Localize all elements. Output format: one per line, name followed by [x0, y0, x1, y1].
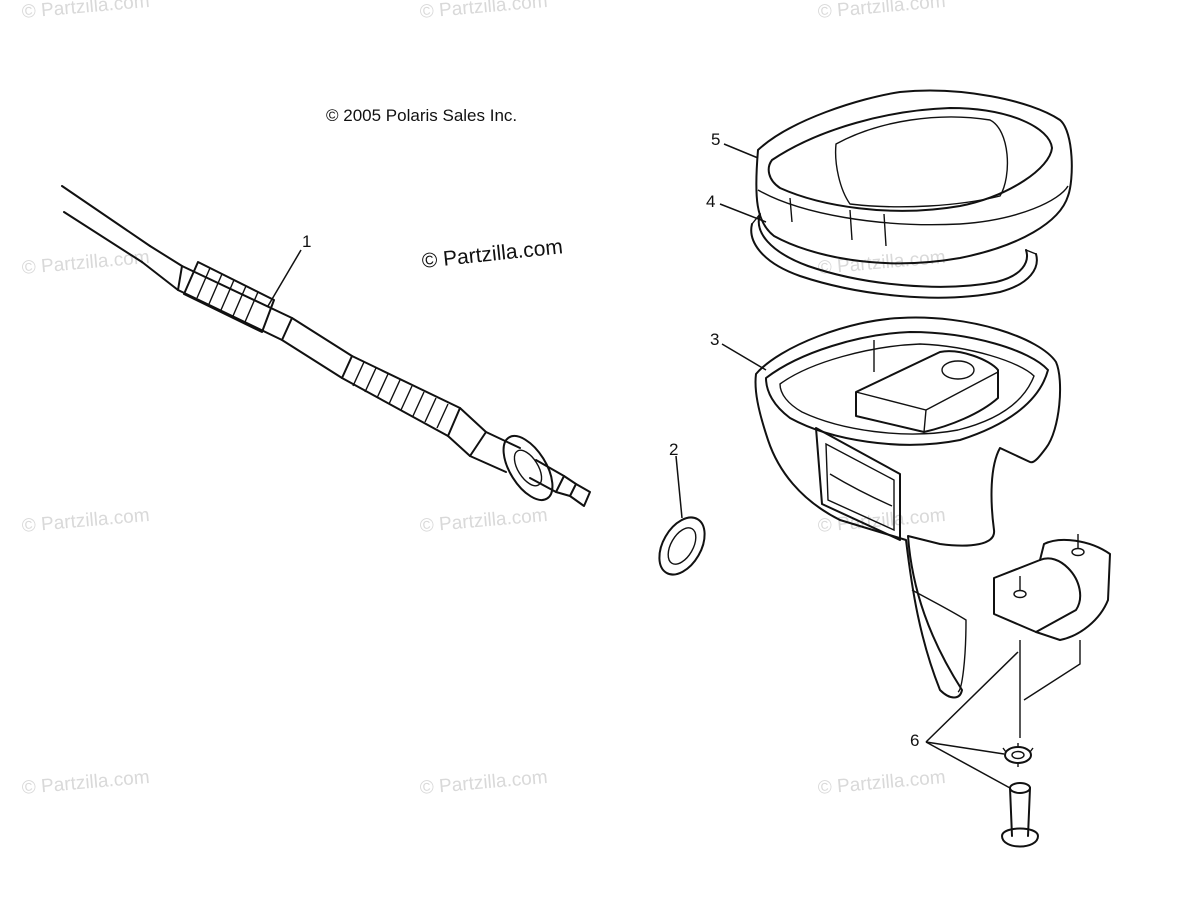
screw-part — [1001, 782, 1039, 848]
leader-line-3 — [721, 343, 767, 371]
leader-line-6b — [925, 741, 1005, 755]
lock-washer-part — [1002, 743, 1034, 767]
leader-line-2 — [675, 455, 683, 519]
callout-3: 3 — [710, 330, 720, 349]
copyright-notice: © 2005 Polaris Sales Inc. — [326, 106, 518, 125]
housing-cover-part — [755, 89, 1073, 265]
handlebar-clamp-part — [993, 534, 1111, 738]
leader-line-6a — [925, 651, 1019, 743]
leader-line-6c — [925, 741, 1011, 789]
callout-5: 5 — [711, 130, 721, 149]
leader-line-4 — [719, 203, 767, 223]
callout-2: 2 — [669, 440, 679, 459]
throttle-housing-part — [754, 316, 1062, 699]
callout-6: 6 — [910, 731, 920, 750]
throttle-cable-part — [61, 185, 591, 507]
callout-1: 1 — [302, 232, 312, 251]
gasket-part — [750, 213, 1038, 299]
washer-part — [658, 516, 706, 576]
leader-line-1 — [267, 249, 302, 307]
leader-line-5 — [723, 143, 759, 159]
callout-4: 4 — [706, 192, 716, 211]
